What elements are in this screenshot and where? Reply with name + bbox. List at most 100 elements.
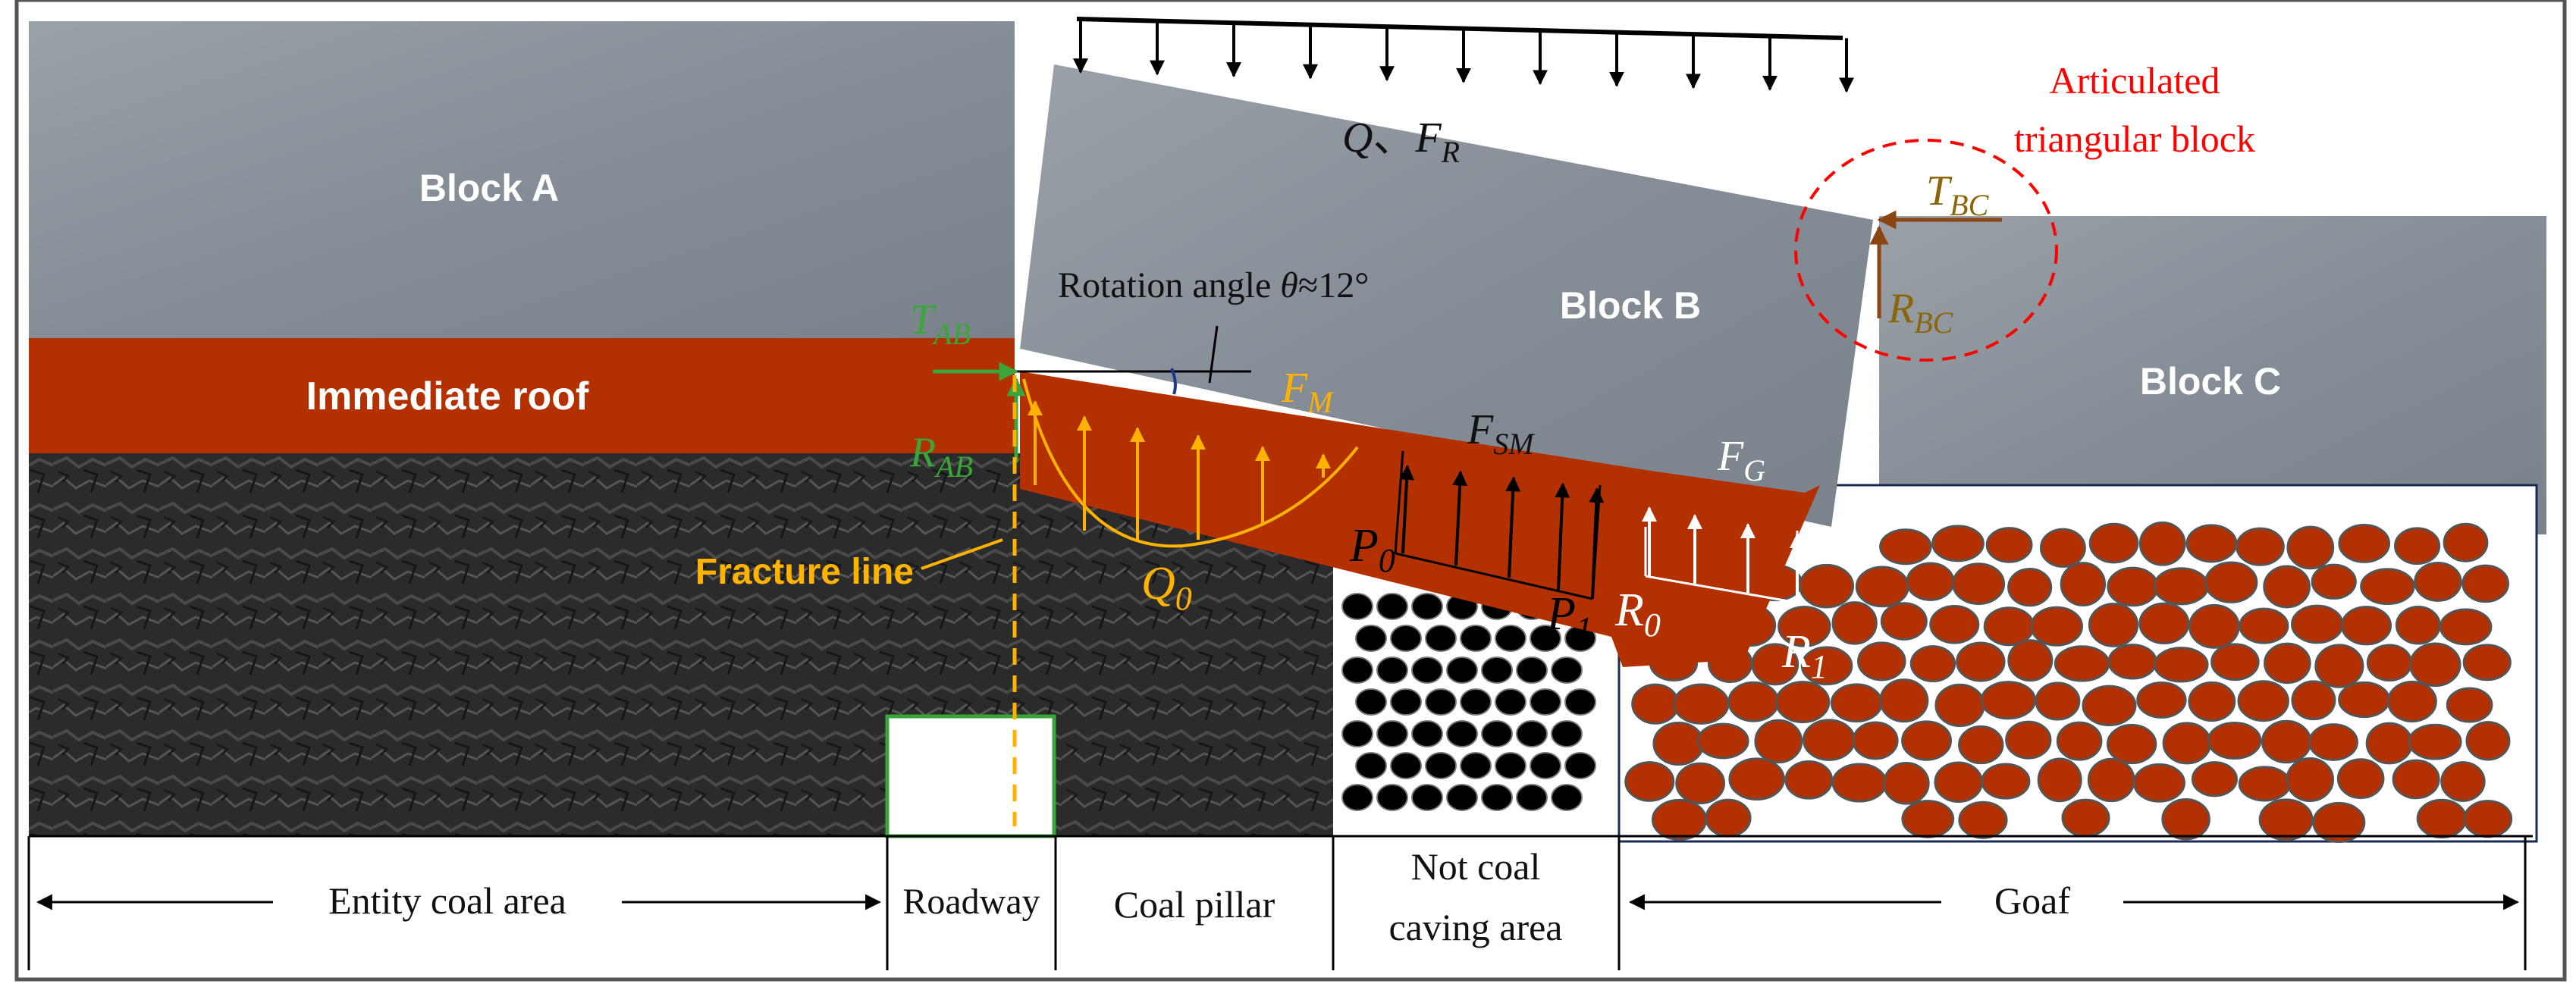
goaf-rock xyxy=(2107,566,2159,607)
articulation-circle xyxy=(1794,139,2058,362)
goaf-rock xyxy=(1958,725,2004,765)
coal-fragment xyxy=(1460,688,1492,716)
f-m-label: FM xyxy=(1281,365,1335,419)
goaf-rock xyxy=(2338,523,2391,563)
goaf-rock xyxy=(2286,525,2335,570)
goaf-rock xyxy=(1852,721,1899,760)
coal-fragment xyxy=(1446,784,1478,811)
goaf-rock xyxy=(1958,801,2008,839)
goaf-rock xyxy=(2340,606,2392,646)
fsm-arrow xyxy=(1505,476,1521,578)
coal-fragment xyxy=(1516,656,1548,684)
coal-fragment xyxy=(1425,752,1457,779)
goaf-rock xyxy=(2462,644,2512,682)
goaf-rock xyxy=(1882,762,1930,805)
goaf-rock xyxy=(1830,683,1883,723)
goaf-rock xyxy=(2314,644,2364,688)
t-bc-label: TBC xyxy=(1926,168,1990,222)
goaf-rock xyxy=(1857,641,1906,682)
coal-fragment xyxy=(1495,625,1526,652)
goaf-rock xyxy=(2395,606,2441,645)
coal-seam xyxy=(29,453,1333,836)
goaf-rock xyxy=(1956,641,2006,682)
goaf-rock xyxy=(1754,719,1803,764)
coal-fragment xyxy=(1341,784,1373,811)
fg-arrows xyxy=(1642,506,1805,603)
coal-fragment xyxy=(1376,784,1408,811)
goaf-rock xyxy=(1777,606,1831,647)
block-a-label: Block A xyxy=(419,167,559,209)
goaf-rock xyxy=(1952,562,2006,606)
r0-label: R0 xyxy=(1614,584,1661,644)
coal-fragment xyxy=(1516,720,1548,747)
goaf-rock xyxy=(2312,801,2366,844)
goaf-rock xyxy=(2191,761,2238,797)
goaf-rock xyxy=(1901,800,1955,838)
goaf-rock xyxy=(2088,603,2139,647)
r-bc-label: RBC xyxy=(1887,285,1954,340)
coal-fragment xyxy=(1390,625,1422,652)
goaf-rock xyxy=(2291,604,2344,644)
goaf-rock xyxy=(2465,721,2511,761)
coal-fragment xyxy=(1411,720,1443,747)
outer-frame xyxy=(14,0,2567,982)
coal-fragment xyxy=(1341,656,1373,684)
block-b-label: Block B xyxy=(1560,284,1701,327)
goaf-rock xyxy=(1934,761,1983,804)
coal-fragment xyxy=(1355,625,1387,652)
goaf-rock xyxy=(1831,601,1878,645)
p1-label: P1 xyxy=(1546,588,1592,647)
goaf-rock xyxy=(2007,567,2053,607)
goaf-rock xyxy=(2189,603,2240,649)
goaf-rock xyxy=(1934,683,1985,728)
goaf-rock xyxy=(2162,722,2212,765)
goaf-rock xyxy=(2207,721,2262,760)
q-fr-label: Q、FR xyxy=(1342,114,1460,169)
goaf-rock xyxy=(1879,678,1929,723)
coal-fragment xyxy=(1481,656,1513,684)
fsm-arrows xyxy=(1399,465,1605,600)
goaf-rock xyxy=(2365,722,2413,765)
coal-fragment xyxy=(1341,720,1373,747)
goaf-rock xyxy=(2308,723,2358,761)
goaf-rock xyxy=(2291,680,2336,721)
goaf-rock xyxy=(2392,759,2440,800)
goaf-rock xyxy=(1909,645,1956,683)
coal-fragment xyxy=(1446,656,1478,684)
goaf-rock xyxy=(1799,563,1855,609)
coal-fragment xyxy=(1530,688,1561,716)
goaf-rock xyxy=(1652,722,1705,766)
goaf-rock xyxy=(1855,566,1909,608)
fsm-arrow xyxy=(1452,470,1468,566)
goaf-rock xyxy=(2439,608,2493,646)
goaf-rock xyxy=(2007,639,2054,682)
goaf-rock xyxy=(2446,687,2493,723)
goaf-rock xyxy=(2136,681,2187,719)
zone-entity-coal: Entity coal area xyxy=(328,879,566,922)
goaf-rock xyxy=(1775,681,1831,724)
goaf-rock xyxy=(1931,525,1985,562)
goaf-rock xyxy=(2188,681,2236,722)
angle-arc xyxy=(1170,368,1177,395)
goaf-rock xyxy=(2037,757,2082,803)
coal-fragment xyxy=(1425,625,1457,652)
goaf-rock xyxy=(2366,644,2413,682)
q0-label: Q0 xyxy=(1141,558,1192,617)
goaf-rock xyxy=(2153,647,2209,683)
goaf-rock xyxy=(1624,761,1675,802)
coal-fragment xyxy=(1411,656,1443,684)
roadway-opening xyxy=(885,714,1056,838)
goaf-rock xyxy=(1831,763,1887,803)
goaf-rock xyxy=(2394,527,2441,566)
coal-fragment xyxy=(1376,593,1408,620)
goaf-rock xyxy=(2258,798,2314,841)
goaf-broken-rocks xyxy=(1624,521,2513,844)
goaf-rock xyxy=(2461,564,2509,603)
goaf-rock xyxy=(2336,758,2385,800)
coal-fragment xyxy=(1376,720,1408,747)
coal-fragment xyxy=(1460,625,1492,652)
goaf-rock xyxy=(1981,763,2031,800)
coal-fragment xyxy=(1425,688,1457,716)
fracture-leader xyxy=(921,538,1003,570)
